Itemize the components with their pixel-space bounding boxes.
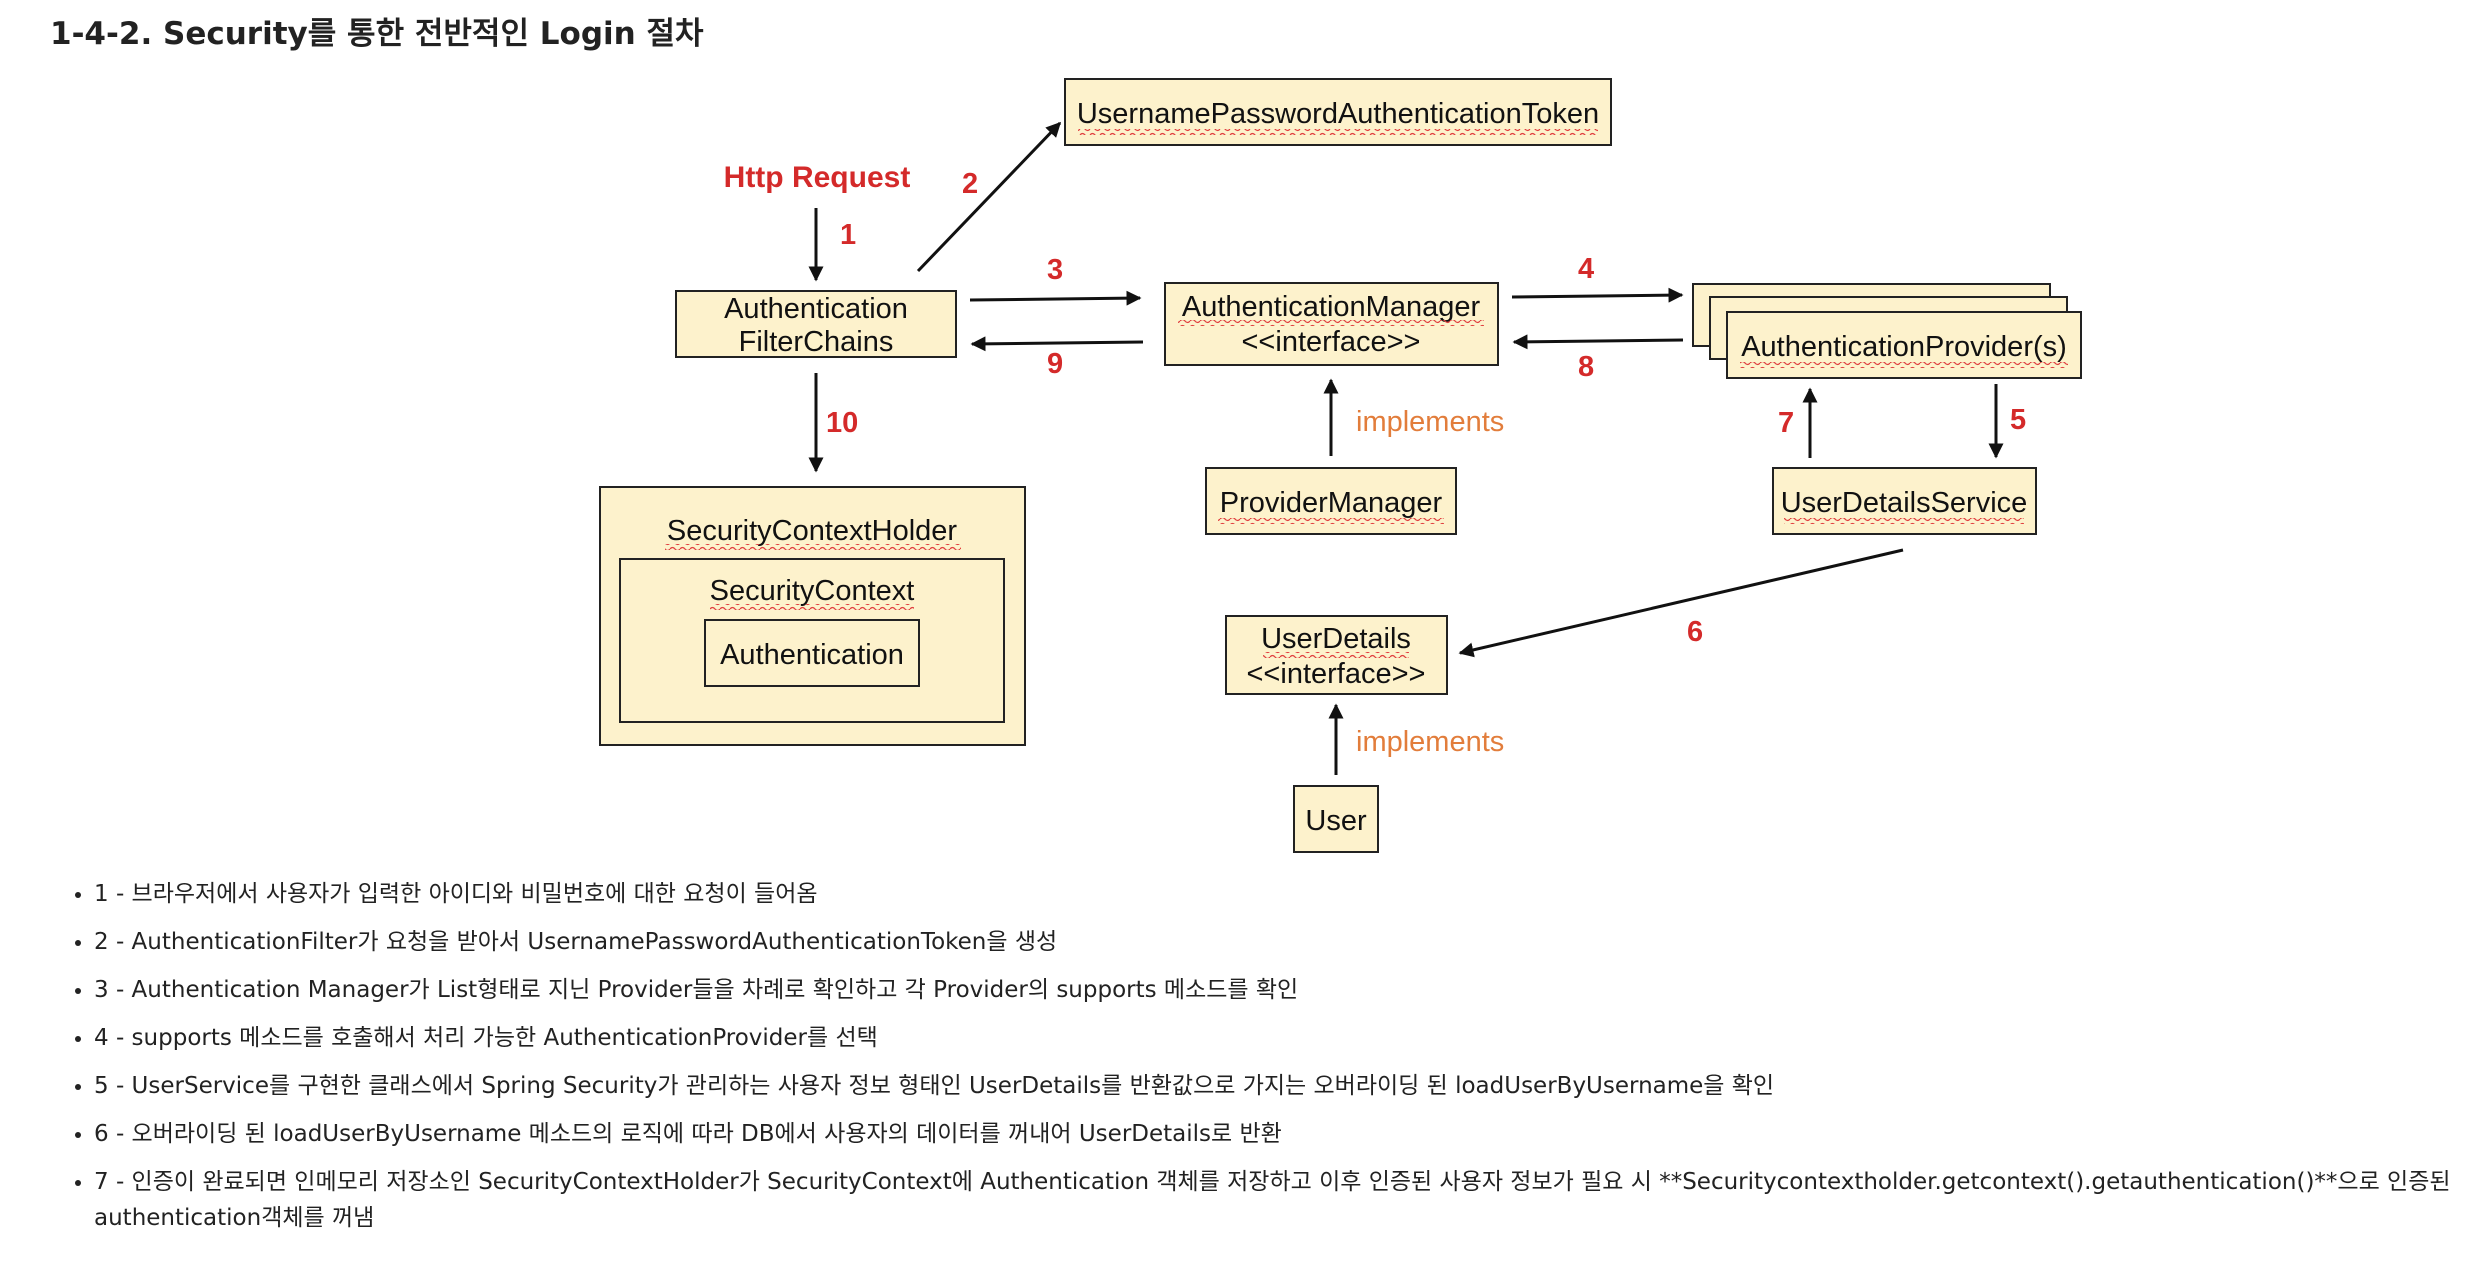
security-context-holder-label: SecurityContextHolder [667,515,957,547]
token-node: UsernamePasswordAuthenticationToken [1064,78,1612,146]
filter-chains-label-line1: Authentication [724,293,908,325]
filter-chains-label-line2: FilterChains [739,326,894,358]
implements-label-manager: implements [1356,406,1504,438]
authentication-provider-node: AuthenticationProvider(s) [1692,283,2082,379]
step-number-2: 2 [962,168,978,200]
security-context-label: SecurityContext [710,575,915,607]
edge-6 [1458,548,1904,658]
authentication-manager-node: AuthenticationManager <<interface>> [1164,282,1499,366]
user-details-label: UserDetails [1261,623,1411,655]
security-context-holder-node: SecurityContextHolder SecurityContext Au… [599,486,1026,746]
edge-3 [969,290,1142,306]
authentication-manager-label: AuthenticationManager [1182,291,1481,323]
list-item: 1 - 브라우저에서 사용자가 입력한 아이디와 비밀번호에 대한 요청이 들어… [94,876,2472,912]
login-flow-diagram: UsernamePasswordAuthenticationToken Http… [599,78,2082,853]
list-item: 7 - 인증이 완료되면 인메모리 저장소인 SecurityContextHo… [94,1164,2472,1236]
step-number-6: 6 [1687,616,1703,648]
list-item: 6 - 오버라이딩 된 loadUserByUsername 메소드의 로직에 … [94,1116,2472,1152]
step-description-list: 1 - 브라우저에서 사용자가 입력한 아이디와 비밀번호에 대한 요청이 들어… [60,876,2472,1248]
list-item: 5 - UserService를 구현한 클래스에서 Spring Securi… [94,1068,2472,1104]
user-node: User [1293,785,1379,853]
edge-2 [916,121,1062,273]
implements-label-user: implements [1356,726,1504,758]
step-number-8: 8 [1578,351,1594,383]
provider-manager-label: ProviderManager [1220,487,1443,519]
step-number-7: 7 [1778,407,1794,439]
user-details-stereotype: <<interface>> [1247,658,1426,690]
user-details-service-node: UserDetailsService [1772,467,2037,535]
step-number-4: 4 [1578,253,1594,285]
user-details-service-label: UserDetailsService [1781,487,2028,519]
step-number-5: 5 [2010,404,2026,436]
step-number-10: 10 [826,407,858,439]
authentication-provider-label: AuthenticationProvider(s) [1741,331,2067,363]
user-label: User [1305,805,1367,837]
page-title: 1-4-2. Security를 통한 전반적인 Login 절차 [50,16,704,52]
edge-4 [1511,287,1684,303]
list-item: 4 - supports 메소드를 호출해서 처리 가능한 Authentica… [94,1020,2472,1056]
step-number-1: 1 [840,219,856,251]
list-item: 2 - AuthenticationFilter가 요청을 받아서 Userna… [94,924,2472,960]
authentication-manager-stereotype: <<interface>> [1242,326,1421,358]
filter-chains-node: Authentication FilterChains [675,290,957,358]
token-label: UsernamePasswordAuthenticationToken [1077,98,1599,130]
list-item: 3 - Authentication Manager가 List형태로 지닌 P… [94,972,2472,1008]
provider-manager-node: ProviderManager [1205,467,1457,535]
http-request-label: Http Request [724,161,911,194]
step-number-9: 9 [1047,348,1063,380]
edge-8 [1512,334,1684,350]
step-number-3: 3 [1047,254,1063,286]
user-details-node: UserDetails <<interface>> [1225,615,1448,695]
edge-9 [970,336,1144,352]
authentication-object-label: Authentication [720,639,904,671]
